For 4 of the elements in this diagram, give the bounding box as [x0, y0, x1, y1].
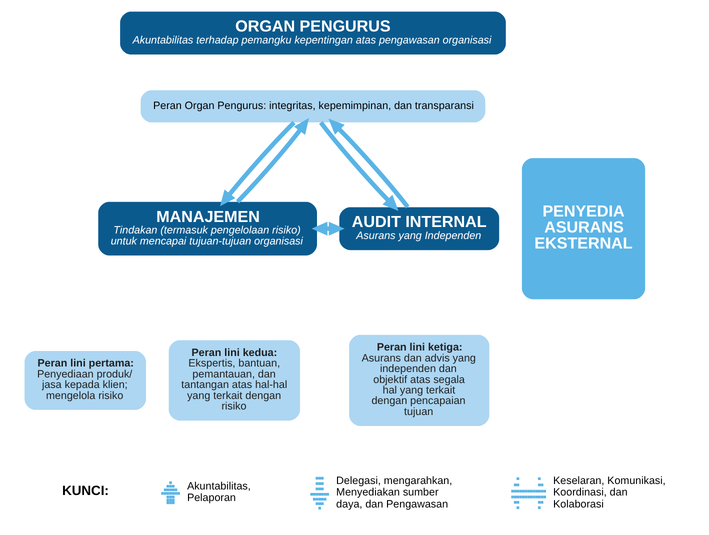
- legend-label: Keselaran, Komunikasi, Koordinasi, dan Kolaborasi: [553, 475, 666, 510]
- legend-label: Akuntabilitas, Pelaporan: [187, 480, 251, 504]
- label: KUNCI:: [62, 482, 109, 498]
- legend-label: Delegasi, mengarahkan, Menyediakan sumber daya, dan Pengawasan: [336, 475, 452, 510]
